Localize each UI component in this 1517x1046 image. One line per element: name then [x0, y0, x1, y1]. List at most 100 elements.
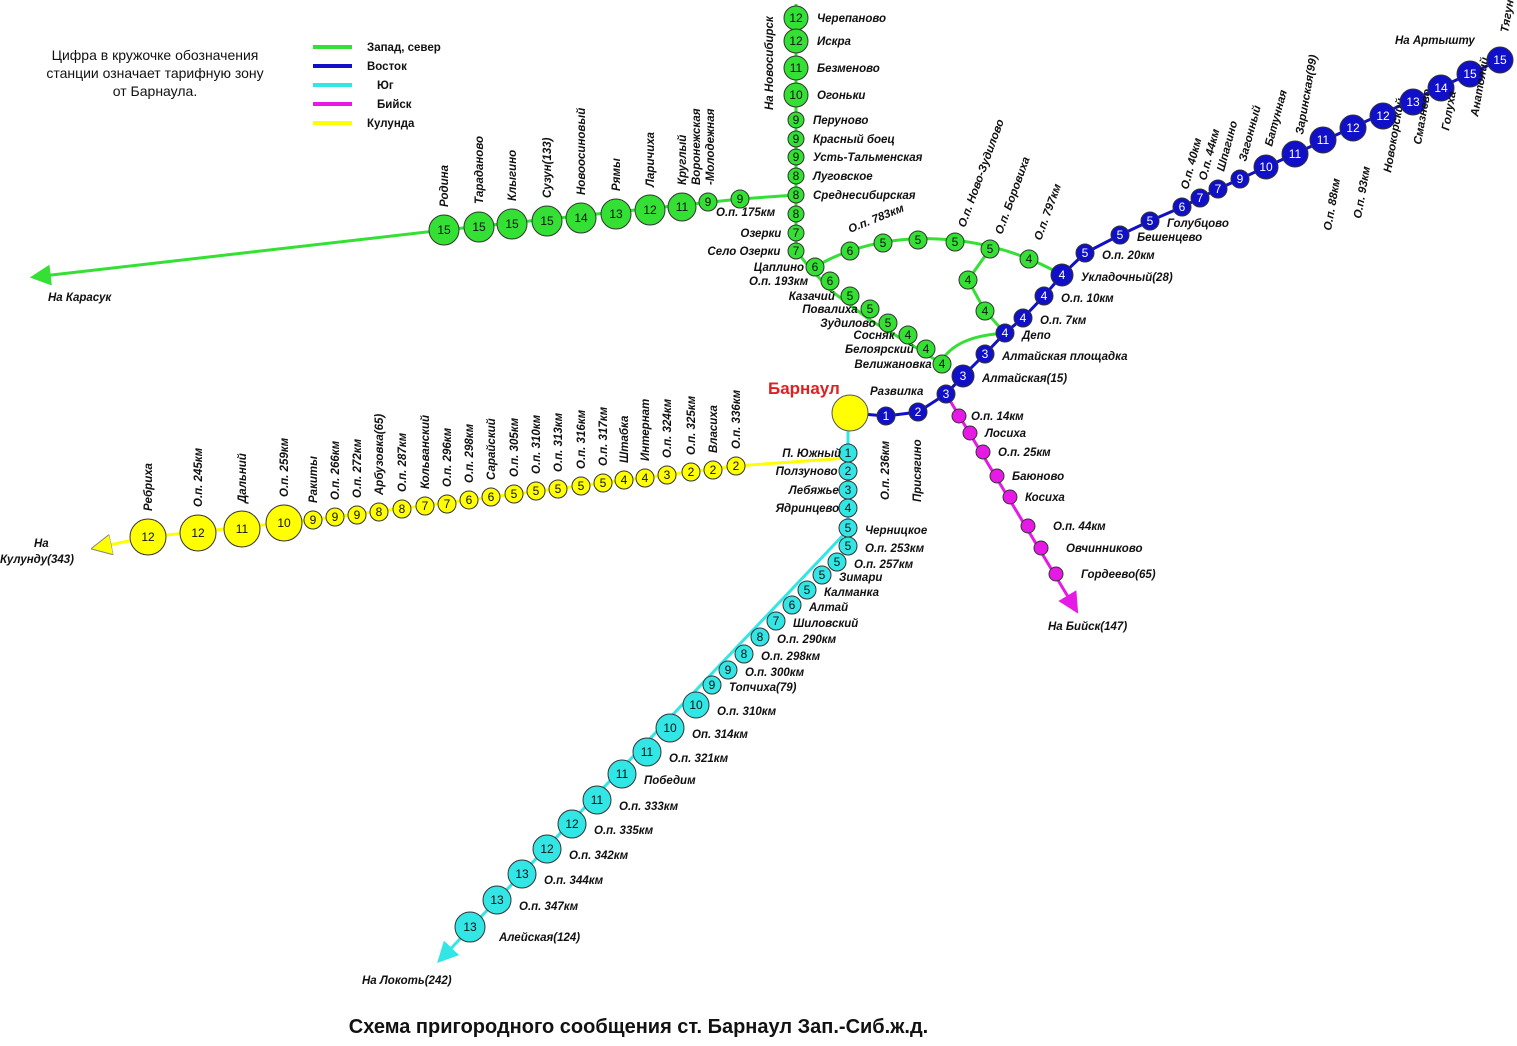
station-biysk-5[interactable]: [1020, 518, 1036, 534]
station-north-4[interactable]: [787, 111, 805, 129]
station-west-9[interactable]: [730, 189, 750, 209]
station-east-19[interactable]: [1339, 114, 1367, 142]
station-ring-5[interactable]: [1019, 249, 1039, 269]
station-west-4[interactable]: [565, 202, 597, 234]
station-south-11[interactable]: [750, 627, 770, 647]
station-south-5[interactable]: [838, 536, 858, 556]
station-south-7[interactable]: [812, 565, 832, 585]
station-east-6[interactable]: [1013, 308, 1033, 328]
station-south-20[interactable]: [557, 809, 587, 839]
station-north-14[interactable]: [840, 286, 860, 306]
station-north-18[interactable]: [916, 339, 936, 359]
station-east-8[interactable]: [1050, 263, 1074, 287]
station-biysk-0[interactable]: [951, 408, 967, 424]
station-east-5[interactable]: [995, 323, 1015, 343]
station-north-7[interactable]: [787, 167, 805, 185]
station-kulunda-23[interactable]: [129, 518, 167, 556]
station-kulunda-5[interactable]: [614, 470, 634, 490]
station-south-24[interactable]: [454, 911, 486, 943]
station-kulunda-10[interactable]: [504, 484, 524, 504]
station-kulunda-0[interactable]: [726, 456, 746, 476]
station-south-1[interactable]: [838, 461, 858, 481]
station-kulunda-16[interactable]: [369, 502, 389, 522]
station-biysk-2[interactable]: [975, 444, 991, 460]
station-north-17[interactable]: [898, 325, 918, 345]
station-ring-1[interactable]: [873, 233, 893, 253]
station-north-6[interactable]: [787, 148, 805, 166]
station-east-15[interactable]: [1230, 169, 1250, 189]
station-biysk-1[interactable]: [962, 425, 978, 441]
station-kulunda-18[interactable]: [325, 507, 345, 527]
station-south-23[interactable]: [482, 885, 512, 915]
station-kulunda-1[interactable]: [703, 460, 723, 480]
station-kulunda-19[interactable]: [303, 510, 323, 530]
station-east-14[interactable]: [1208, 179, 1228, 199]
station-kulunda-12[interactable]: [459, 490, 479, 510]
station-west-2[interactable]: [496, 208, 528, 240]
station-east-17[interactable]: [1281, 140, 1309, 168]
station-north-19[interactable]: [932, 354, 952, 374]
station-south-21[interactable]: [532, 834, 562, 864]
station-kulunda-21[interactable]: [223, 510, 261, 548]
station-west-8[interactable]: [698, 192, 718, 212]
station-north-3[interactable]: [783, 82, 809, 108]
station-north-11[interactable]: [787, 242, 805, 260]
station-south-8[interactable]: [797, 580, 817, 600]
station-north-12[interactable]: [805, 257, 825, 277]
station-east-23[interactable]: [1456, 60, 1484, 88]
station-kulunda-2[interactable]: [681, 462, 701, 482]
station-ring-4[interactable]: [980, 239, 1000, 259]
station-east-18[interactable]: [1309, 126, 1337, 154]
station-north-13[interactable]: [820, 271, 840, 291]
station-north-8[interactable]: [787, 186, 805, 204]
station-south-13[interactable]: [718, 660, 738, 680]
station-north-9[interactable]: [787, 205, 805, 223]
station-south-9[interactable]: [782, 595, 802, 615]
station-west-5[interactable]: [600, 198, 632, 230]
station-south-12[interactable]: [734, 644, 754, 664]
hub-barnaul[interactable]: [831, 394, 869, 432]
station-biysk-7[interactable]: [1048, 566, 1064, 582]
station-kulunda-20[interactable]: [265, 504, 303, 542]
station-kulunda-8[interactable]: [548, 479, 568, 499]
station-west-6[interactable]: [634, 194, 666, 226]
station-kulunda-6[interactable]: [593, 473, 613, 493]
station-south-17[interactable]: [632, 737, 662, 767]
station-biysk-6[interactable]: [1033, 540, 1049, 556]
station-east-11[interactable]: [1140, 211, 1160, 231]
station-kulunda-3[interactable]: [657, 465, 677, 485]
station-kulunda-14[interactable]: [415, 496, 435, 516]
station-kulunda-22[interactable]: [179, 514, 217, 552]
station-east-16[interactable]: [1253, 154, 1279, 180]
station-kulunda-4[interactable]: [635, 468, 655, 488]
station-north-5[interactable]: [787, 130, 805, 148]
station-east-9[interactable]: [1075, 243, 1095, 263]
station-south-22[interactable]: [507, 859, 537, 889]
station-ring-6[interactable]: [958, 270, 978, 290]
station-kulunda-17[interactable]: [347, 505, 367, 525]
station-east-13[interactable]: [1190, 188, 1210, 208]
station-east-22[interactable]: [1427, 74, 1455, 102]
station-east-4[interactable]: [975, 344, 995, 364]
station-north-15[interactable]: [860, 299, 880, 319]
station-west-1[interactable]: [463, 211, 495, 243]
station-north-16[interactable]: [878, 313, 898, 333]
station-east-12[interactable]: [1172, 197, 1192, 217]
station-east-1[interactable]: [908, 402, 928, 422]
station-west-7[interactable]: [667, 192, 697, 222]
station-north-1[interactable]: [783, 28, 809, 54]
station-kulunda-13[interactable]: [437, 494, 457, 514]
station-north-2[interactable]: [783, 55, 809, 81]
station-ring-3[interactable]: [945, 232, 965, 252]
station-kulunda-15[interactable]: [392, 499, 412, 519]
station-south-15[interactable]: [682, 691, 710, 719]
station-east-7[interactable]: [1034, 286, 1054, 306]
station-ring-0[interactable]: [840, 241, 860, 261]
station-east-3[interactable]: [951, 364, 975, 388]
station-biysk-3[interactable]: [989, 468, 1005, 484]
station-south-14[interactable]: [702, 675, 722, 695]
station-west-0[interactable]: [428, 214, 460, 246]
station-west-3[interactable]: [531, 205, 563, 237]
station-south-3[interactable]: [838, 498, 858, 518]
station-east-0[interactable]: [876, 406, 896, 426]
